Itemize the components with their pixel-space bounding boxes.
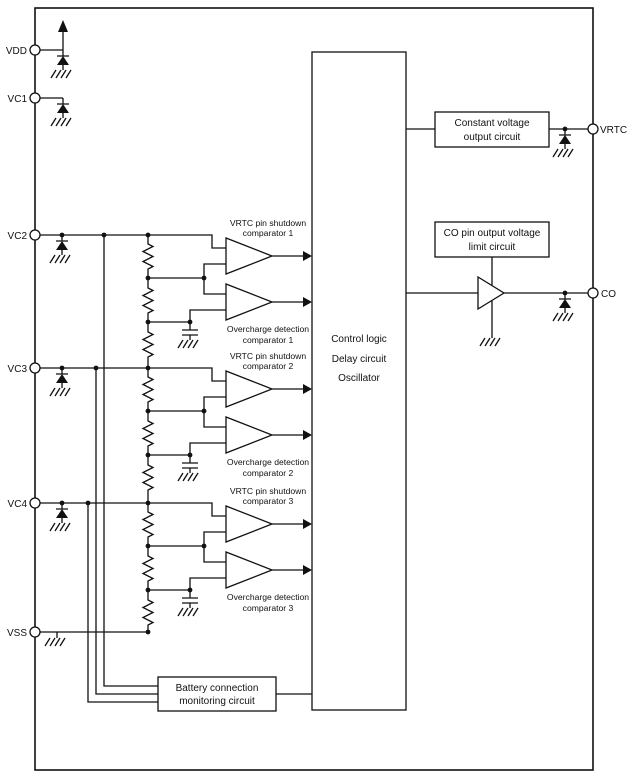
junction-dot — [145, 365, 151, 371]
pin-vc2 — [29, 229, 41, 241]
pin-vrtc-label: VRTC — [600, 125, 627, 136]
junction-dot — [187, 452, 193, 458]
junction-dot — [85, 500, 91, 506]
comp1-shutdown-label-2: comparator 1 — [243, 228, 294, 238]
junction-dot — [145, 629, 151, 635]
junction-dot — [145, 408, 151, 414]
junction-dot — [59, 232, 65, 238]
junction-dot — [201, 408, 207, 414]
comparator-output-wires — [272, 255, 303, 571]
pin-vrtc — [587, 123, 599, 135]
co-limit-label-2: limit circuit — [469, 242, 516, 253]
pin-vc4-label: VC4 — [8, 499, 28, 510]
comp2-overcharge-label-2: comparator 2 — [243, 468, 294, 478]
pin-vc1-label: VC1 — [8, 94, 28, 105]
battery-monitor-wires — [87, 235, 312, 703]
comp2-shutdown-label-2: comparator 2 — [243, 361, 294, 371]
comp3-shutdown-label-2: comparator 3 — [243, 496, 294, 506]
pin-vc2-label: VC2 — [8, 231, 28, 242]
pin-vc3-label: VC3 — [8, 364, 28, 375]
junction-dot — [201, 275, 207, 281]
comp3-shutdown-label-1: VRTC pin shutdown — [230, 486, 306, 496]
comp2-overcharge-label-1: Overcharge detection — [227, 457, 309, 467]
control-logic-label-1: Control logic — [331, 334, 387, 345]
pin-vc3 — [29, 362, 41, 374]
comp2-shutdown-label-1: VRTC pin shutdown — [230, 351, 306, 361]
constant-voltage-block — [434, 111, 550, 148]
co-limit-block — [434, 221, 550, 258]
comp1-overcharge-label-2: comparator 1 — [243, 335, 294, 345]
junction-dot — [145, 587, 151, 593]
control-logic-label-2: Delay circuit — [332, 354, 387, 365]
junction-dot — [59, 500, 65, 506]
pin-co-label: CO — [601, 289, 616, 300]
junction-dot — [562, 290, 568, 296]
junction-dot — [187, 319, 193, 325]
junction-dot — [145, 452, 151, 458]
pin-vc1 — [29, 92, 41, 104]
pin-vdd-label: VDD — [6, 46, 27, 57]
co-limit-label-1: CO pin output voltage — [444, 228, 541, 239]
junction-dot — [145, 232, 151, 238]
comp3-overcharge-label-2: comparator 3 — [243, 603, 294, 613]
junction-dot — [145, 275, 151, 281]
comp1-shutdown-label-1: VRTC pin shutdown — [230, 218, 306, 228]
junction-dot — [562, 126, 568, 132]
junction-dot — [145, 500, 151, 506]
output-stage-wires — [406, 128, 588, 338]
comp3-overcharge-label-1: Overcharge detection — [227, 592, 309, 602]
control-logic-block — [311, 51, 407, 711]
pin-co — [587, 287, 599, 299]
battery-monitor-label-2: monitoring circuit — [179, 696, 255, 707]
junction-dot — [93, 365, 99, 371]
junction-dot — [187, 587, 193, 593]
pin-vss — [29, 626, 41, 638]
control-logic-label-3: Oscillator — [338, 373, 380, 384]
junction-dot — [59, 365, 65, 371]
constant-voltage-label-2: output circuit — [464, 132, 521, 143]
comp1-overcharge-label-1: Overcharge detection — [227, 324, 309, 334]
vdd-supply-arrow-icon — [58, 20, 68, 32]
constant-voltage-label-1: Constant voltage — [454, 118, 529, 129]
pin-vss-label: VSS — [7, 628, 27, 639]
battery-monitor-label-1: Battery connection — [176, 683, 259, 694]
divider-tap-wires — [148, 263, 226, 591]
junction-dot — [145, 543, 151, 549]
pin-vdd — [29, 44, 41, 56]
junction-dot — [101, 232, 107, 238]
battery-monitor-block — [157, 676, 277, 712]
junction-dot — [145, 319, 151, 325]
pin-vc4 — [29, 497, 41, 509]
junction-dot — [201, 543, 207, 549]
pin-rail-wires — [40, 32, 226, 638]
